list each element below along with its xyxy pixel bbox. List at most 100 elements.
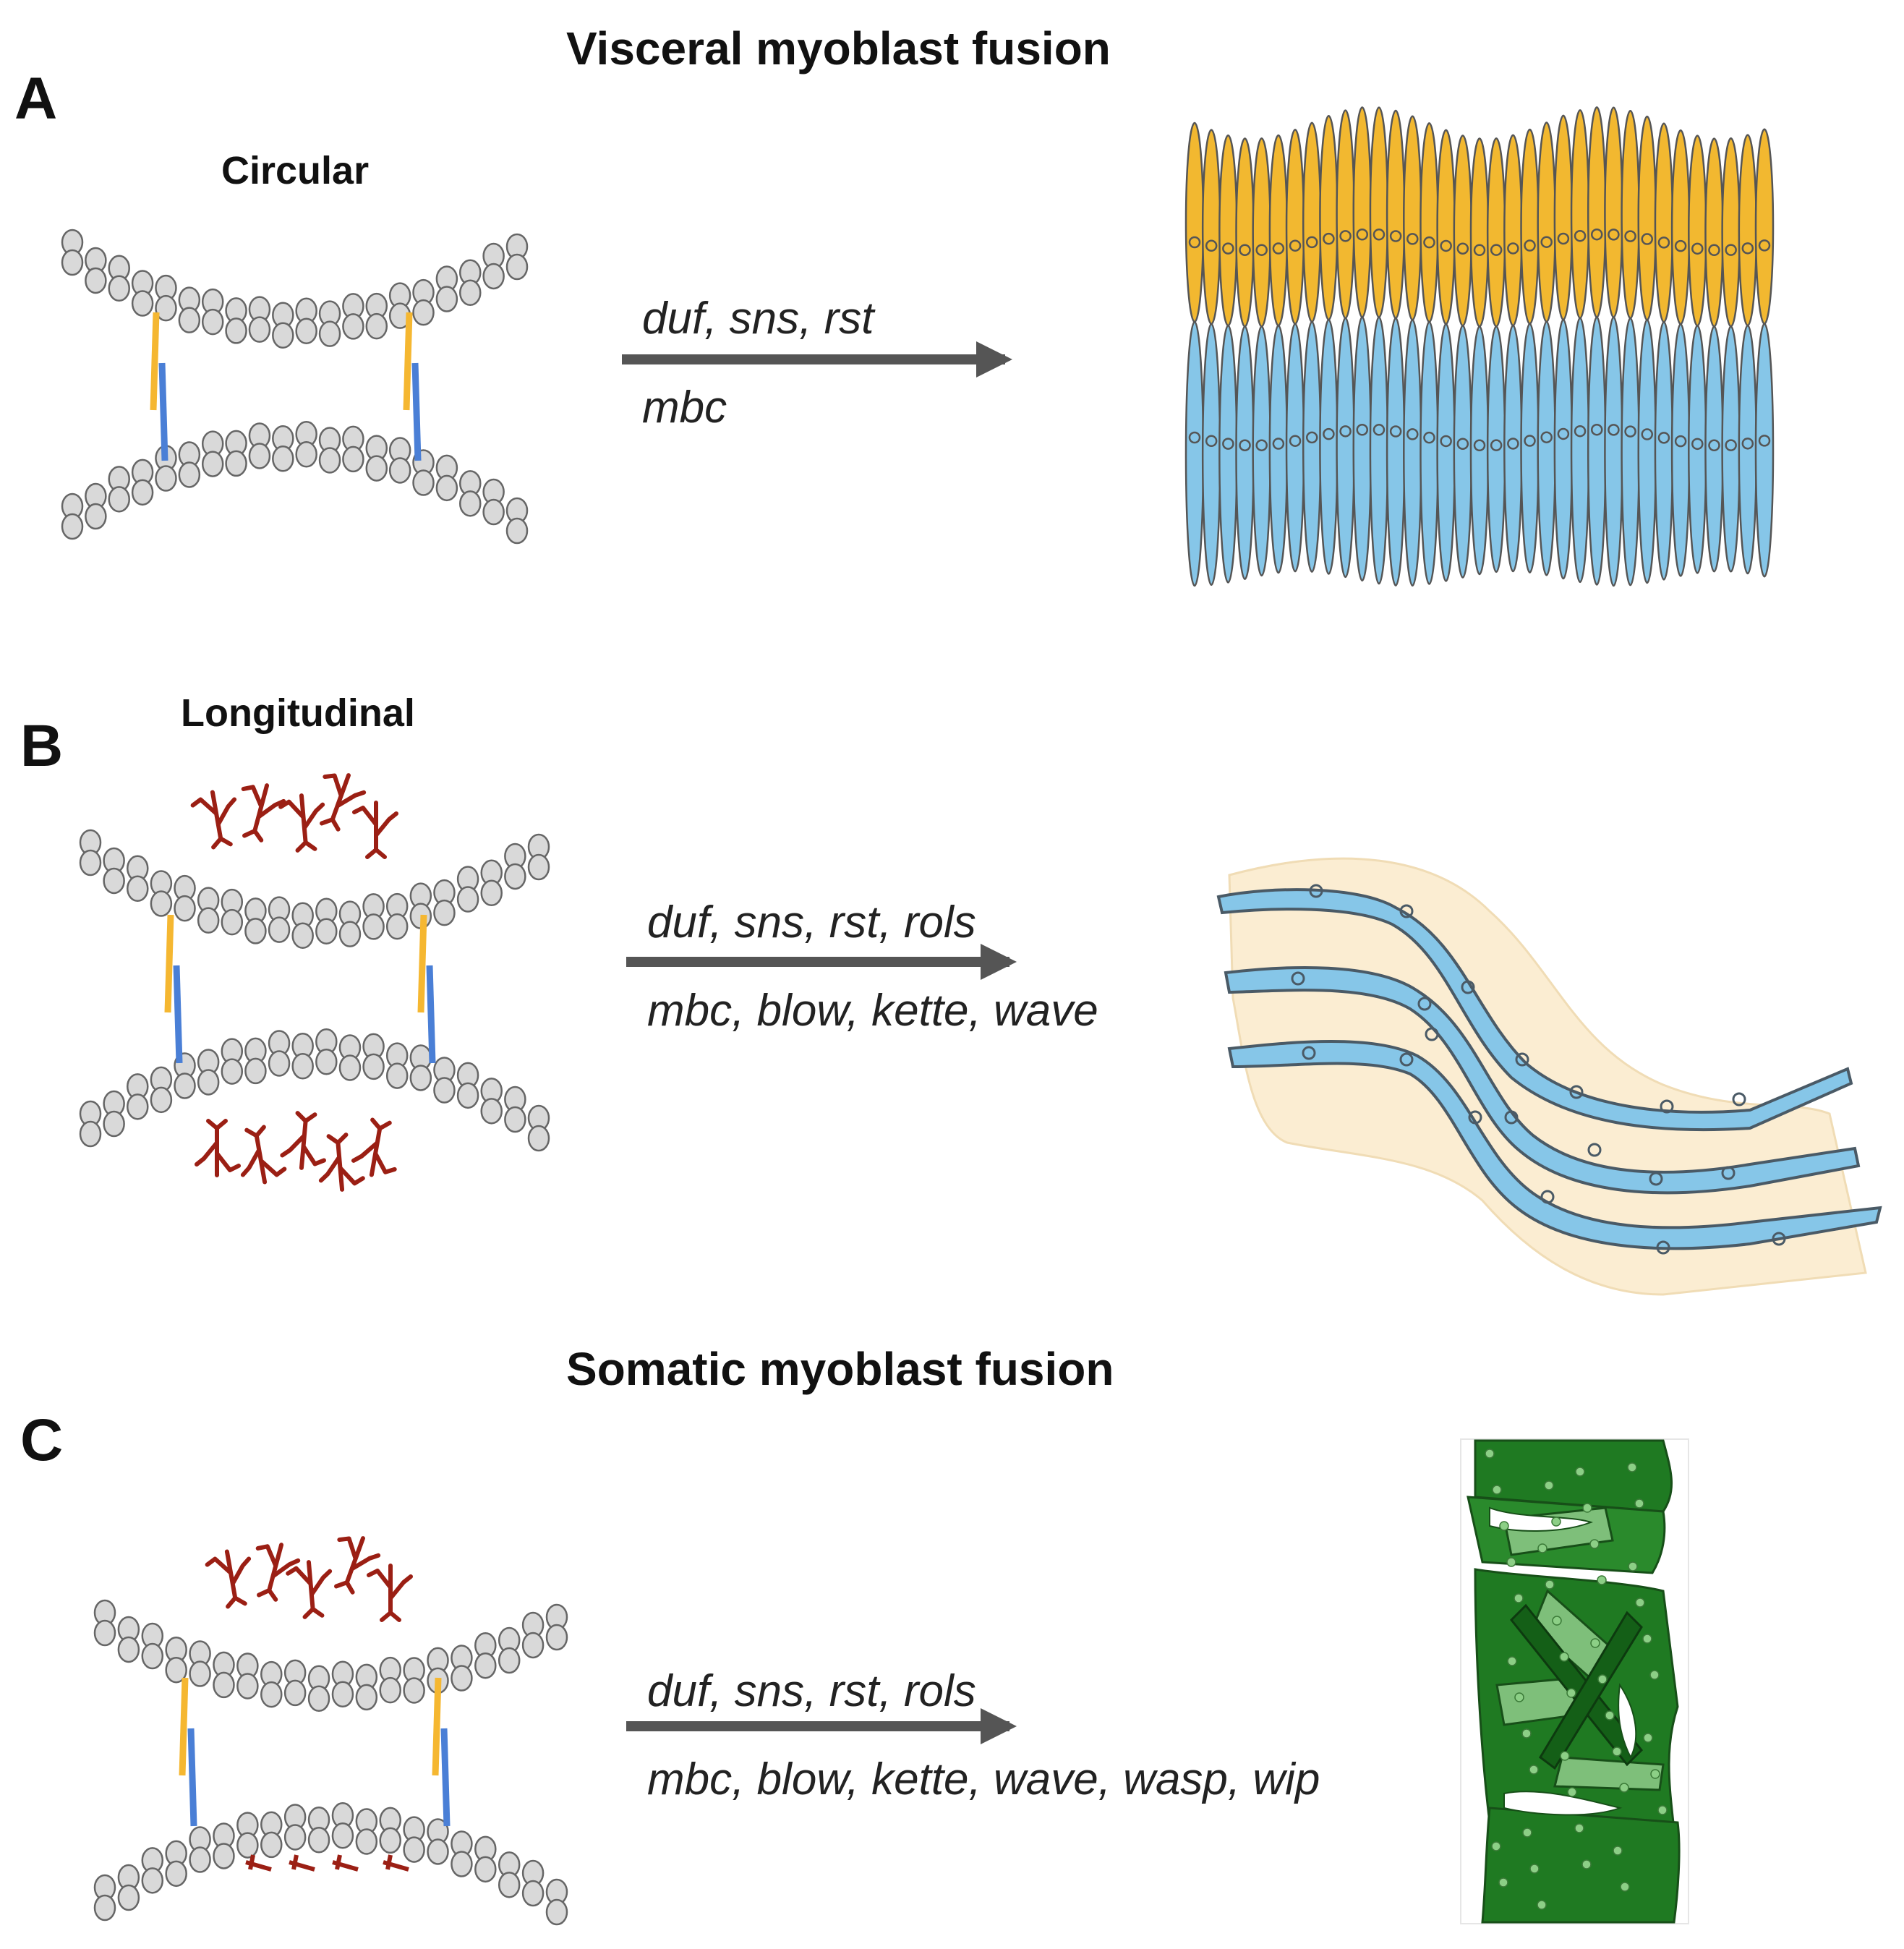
membrane-bead: [108, 275, 130, 302]
nucleus: [1473, 244, 1486, 257]
nucleus: [1406, 428, 1419, 440]
circular-myotube-top: [1218, 134, 1238, 327]
arrow-c: [626, 1708, 1017, 1744]
circular-myotube-bottom: [1218, 324, 1238, 584]
circular-myotube-bottom: [1520, 323, 1540, 573]
membrane-bead: [412, 469, 435, 496]
nucleus: [1255, 439, 1268, 451]
membrane-bead: [283, 1679, 307, 1707]
nucleus: [1323, 232, 1335, 245]
nucleus: [1222, 242, 1234, 255]
nucleus: [1389, 230, 1402, 242]
nucleus: [1425, 1027, 1439, 1041]
nucleus: [1660, 1099, 1674, 1114]
membrane-bead: [150, 1086, 173, 1114]
nucleus: [1772, 1232, 1786, 1246]
membrane-bead: [85, 503, 107, 530]
membrane-bead: [498, 1872, 521, 1898]
membrane-bead: [131, 290, 154, 317]
membrane-bead: [435, 474, 458, 502]
circular-myotube-bottom: [1420, 320, 1439, 585]
actin-filament: [334, 1536, 381, 1595]
nucleus: [1239, 244, 1251, 256]
nucleus: [1649, 1670, 1660, 1680]
nucleus: [1613, 1846, 1623, 1856]
nucleus: [1582, 1503, 1592, 1513]
nucleus: [1423, 431, 1435, 444]
circular-myotube-bottom: [1336, 317, 1355, 579]
actin-filament: [286, 1560, 333, 1619]
actin-cortical: [383, 1854, 409, 1872]
nucleus: [1569, 1085, 1584, 1099]
actin-branch: [195, 1119, 241, 1177]
membrane-bead: [213, 1671, 235, 1699]
nucleus: [1641, 233, 1654, 245]
nucleus: [1239, 439, 1251, 451]
membrane-bead: [174, 1072, 196, 1099]
membrane-bead: [127, 875, 149, 903]
membrane-bead: [521, 1632, 545, 1659]
nucleus: [1725, 439, 1737, 451]
nucleus: [1485, 1449, 1495, 1459]
arrow-b: [626, 944, 1017, 980]
panel-b-sublabel: Longitudinal: [181, 691, 415, 735]
nucleus: [1620, 1882, 1630, 1892]
panel-c-genes-bottom: mbc, blow, kette, wave, wasp, wip: [647, 1754, 1320, 1804]
circular-myotube-top: [1319, 115, 1339, 321]
circular-myotube-bottom: [1754, 323, 1775, 578]
panel-a-genes-bottom: mbc: [642, 383, 727, 432]
nucleus: [1691, 438, 1704, 451]
nucleus: [1560, 1751, 1570, 1761]
circular-myotube-bottom: [1721, 325, 1741, 573]
actin-branch: [334, 1536, 381, 1595]
circular-myotube-top: [1201, 129, 1221, 325]
panel-a-sublabel: Circular: [221, 149, 370, 192]
membrane-bead: [527, 1125, 550, 1152]
membrane-bead: [331, 1681, 354, 1708]
membrane-bead: [362, 913, 385, 940]
nucleus: [1399, 1052, 1414, 1067]
circular-myotube-top: [1738, 134, 1758, 327]
nucleus: [1529, 1765, 1539, 1775]
nucleus: [1587, 1143, 1602, 1157]
nucleus: [1507, 1656, 1517, 1666]
membrane-bead: [338, 1054, 362, 1081]
nucleus: [1537, 1543, 1547, 1553]
nucleus: [1732, 1092, 1746, 1106]
panel-letter-a: A: [14, 66, 58, 132]
somatic-gap-3: [1618, 1683, 1637, 1760]
nucleus: [1222, 438, 1234, 450]
circular-myotube-top: [1553, 114, 1574, 321]
nucleus: [1657, 236, 1670, 249]
membrane-bead: [403, 1836, 425, 1863]
membrane-bead: [504, 1106, 526, 1133]
circular-myotube-top: [1184, 121, 1205, 323]
circular-myotube-bottom: [1235, 325, 1255, 580]
membrane-bead: [155, 465, 177, 492]
circular-myotube-top: [1537, 121, 1556, 323]
nucleus: [1635, 1598, 1645, 1608]
circular-myotube-bottom: [1486, 325, 1506, 573]
nucleus: [1557, 232, 1570, 245]
membrane-bead: [268, 1050, 291, 1077]
membrane-bead: [79, 1120, 102, 1148]
actin-filament: [278, 793, 325, 853]
nucleus: [1612, 1747, 1622, 1757]
nucleus: [1514, 1593, 1524, 1603]
nucleus: [1643, 1733, 1653, 1743]
nucleus: [1544, 1480, 1554, 1490]
nucleus: [1323, 427, 1335, 440]
actin-branch: [240, 1125, 287, 1185]
membrane-bead: [178, 461, 201, 488]
circular-myotube-top: [1721, 137, 1741, 328]
nucleus: [1188, 236, 1201, 249]
nucleus: [1624, 230, 1636, 242]
membrane-bead: [291, 1053, 314, 1080]
membrane-bead: [545, 1898, 568, 1926]
nucleus: [1440, 239, 1452, 252]
nucleus: [1657, 1805, 1668, 1815]
circular-myotube-bottom: [1352, 316, 1372, 582]
fcm-protein: [440, 1728, 451, 1827]
nucleus: [1255, 244, 1268, 256]
circular-myotube-top: [1670, 129, 1691, 325]
